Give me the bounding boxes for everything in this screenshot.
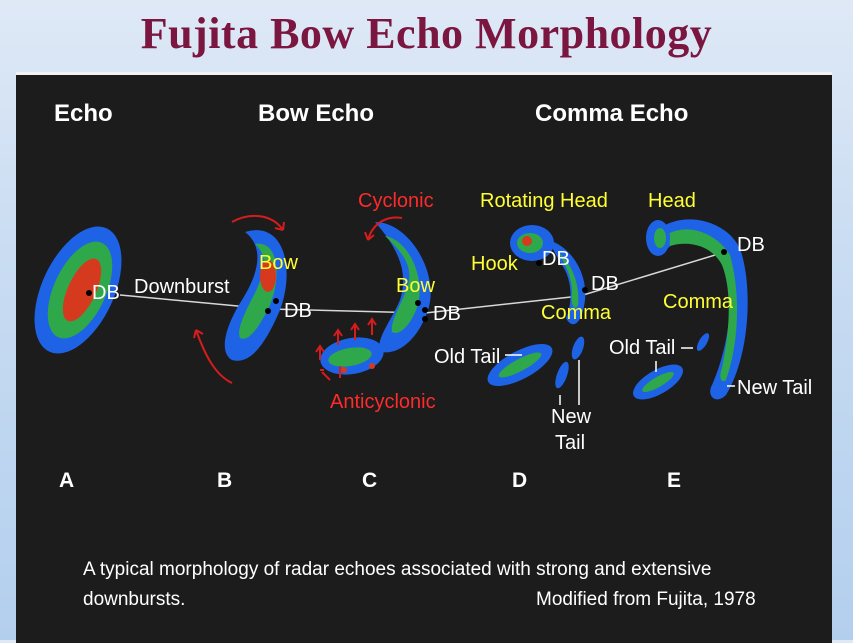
label-bow-c: Bow: [396, 275, 435, 297]
label-db-c: DB: [433, 303, 461, 325]
echo-c-shape: [315, 216, 431, 381]
panel-letter-d: D: [512, 469, 528, 492]
label-head: Head: [648, 190, 696, 212]
label-rotating-head: Rotating Head: [480, 190, 608, 212]
label-db-d1: DB: [542, 248, 570, 270]
caption-line-2: downbursts.: [83, 589, 186, 610]
label-comma-e: Comma: [663, 291, 734, 313]
label-hook: Hook: [471, 253, 518, 275]
label-comma-d: Comma: [541, 302, 612, 324]
panel-letter-e: E: [667, 469, 682, 492]
echo-e-shape: [633, 219, 748, 400]
echo-d-shape: [487, 225, 588, 405]
echo-a-shape: [34, 226, 122, 354]
label-downburst: Downburst: [134, 276, 230, 298]
caption-line-1: A typical morphology of radar echoes ass…: [83, 559, 712, 580]
label-new-tail-e: New Tail: [737, 377, 813, 399]
label-db-b: DB: [284, 300, 312, 322]
panel-letter-a: A: [59, 469, 75, 492]
caption-credit: Modified from Fujita, 1978: [536, 589, 756, 610]
header-bow-echo: Bow Echo: [258, 100, 375, 127]
diagram-panel: [16, 72, 832, 643]
label-old-tail-d: Old Tail: [434, 346, 501, 368]
label-old-tail-e: Old Tail: [609, 337, 676, 359]
label-db-d2: DB: [591, 273, 619, 295]
slide-title: Fujita Bow Echo Morphology: [140, 9, 713, 58]
label-bow-b: Bow: [259, 252, 298, 274]
label-cyclonic: Cyclonic: [358, 190, 434, 212]
label-db-e: DB: [737, 234, 765, 256]
header-comma-echo: Comma Echo: [535, 100, 689, 127]
echo-b-shape: [193, 214, 287, 384]
header-echo: Echo: [54, 100, 113, 127]
panel-letter-b: B: [217, 469, 233, 492]
label-anticyclonic: Anticyclonic: [330, 391, 436, 413]
label-new-tail-d-2: Tail: [555, 432, 586, 454]
label-new-tail-d-1: New: [551, 406, 592, 428]
panel-letter-c: C: [362, 469, 378, 492]
label-db-a: DB: [92, 282, 120, 304]
